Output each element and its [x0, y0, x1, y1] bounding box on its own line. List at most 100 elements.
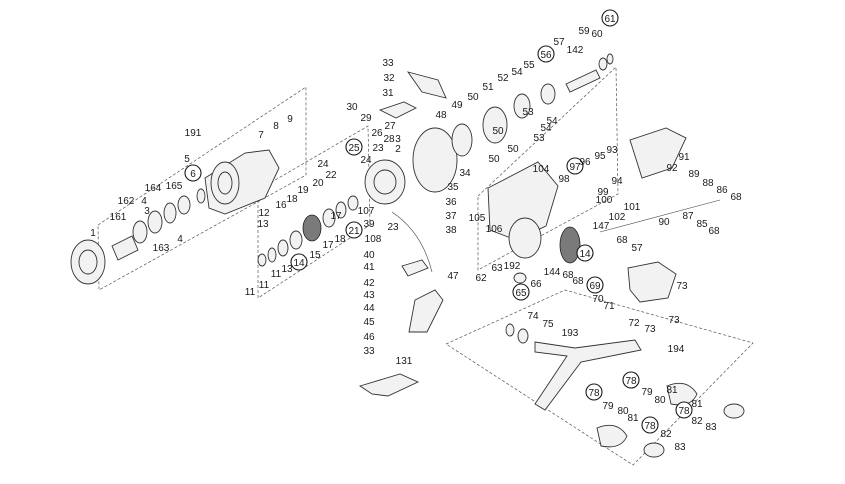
part-number-label: 26: [371, 128, 383, 139]
part-number-label: 98: [558, 174, 570, 185]
part-number-label: 31: [382, 88, 394, 99]
part-number-label: 161: [110, 212, 127, 223]
part-number-label: 54: [511, 67, 523, 78]
rotor-assembly: [358, 71, 508, 397]
part-number-label: 65: [515, 288, 527, 299]
part-number-label: 73: [644, 324, 656, 335]
part-number-label: 78: [678, 406, 690, 417]
part-number-label: 11: [259, 280, 270, 291]
part-number-label: 191: [185, 128, 202, 139]
part-number-label: 147: [593, 221, 610, 232]
part-number-label: 59: [578, 26, 590, 37]
part-number-label: 50: [488, 154, 500, 165]
part-number-label: 21: [348, 226, 360, 237]
part-number-label: 22: [325, 170, 337, 181]
part-number-label: 18: [286, 194, 298, 205]
part-number-label: 23: [372, 143, 384, 154]
part-number-label: 37: [445, 211, 457, 222]
part-number-label: 144: [544, 267, 561, 278]
part-number-label: 32: [383, 73, 395, 84]
part-number-label: 101: [624, 202, 641, 213]
part-number-label: 88: [702, 178, 714, 189]
part-number-label: 6: [190, 169, 196, 180]
part-number-label: 40: [363, 250, 375, 261]
part-number-label: 194: [668, 344, 685, 355]
part-number-label: 41: [363, 262, 375, 273]
gearbox-body: [487, 127, 721, 303]
part-number-label: 19: [297, 185, 309, 196]
part-number-label: 106: [486, 224, 503, 235]
part-number-label: 53: [533, 133, 545, 144]
part-number-label: 14: [579, 249, 591, 260]
part-number-label: 4: [141, 196, 147, 207]
part-number-label: 68: [730, 192, 742, 203]
callout-circle: [290, 253, 308, 271]
callout-circle: [675, 401, 693, 419]
part-number-label: 68: [708, 226, 720, 237]
part-number-label: 83: [705, 422, 717, 433]
part-number-label: 30: [346, 102, 358, 113]
part-number-label: 91: [678, 152, 690, 163]
part-number-label: 62: [475, 273, 487, 284]
callout-circle: [345, 221, 363, 239]
part-number-label: 50: [492, 126, 504, 137]
part-number-label: 44: [363, 303, 375, 314]
part-number-label: 9: [287, 114, 293, 125]
part-number-label: 11: [245, 287, 256, 298]
part-number-label: 68: [572, 276, 584, 287]
part-number-label: 28: [383, 134, 395, 145]
part-number-label: 3: [395, 134, 401, 145]
part-number-label: 83: [674, 442, 686, 453]
part-number-label: 95: [594, 151, 606, 162]
part-number-label: 15: [309, 250, 321, 261]
part-number-label: 104: [533, 164, 550, 175]
part-number-label: 60: [591, 29, 603, 40]
part-number-label: 20: [312, 178, 324, 189]
part-number-label: 23: [387, 222, 399, 233]
part-number-label: 3: [144, 206, 150, 217]
part-number-label: 43: [363, 290, 375, 301]
part-number-label: 99: [597, 187, 609, 198]
part-number-label: 72: [628, 318, 640, 329]
part-number-label: 57: [553, 37, 565, 48]
callout-circle: [184, 164, 202, 182]
part-number-label: 52: [497, 73, 509, 84]
callout-circle: [512, 283, 530, 301]
part-number-label: 75: [542, 319, 554, 330]
part-number-label: 78: [625, 376, 637, 387]
part-number-label: 162: [118, 196, 135, 207]
part-number-label: 74: [527, 311, 539, 322]
part-number-label: 105: [469, 213, 486, 224]
part-number-label: 92: [666, 163, 678, 174]
part-number-label: 97: [569, 162, 581, 173]
part-number-label: 50: [507, 144, 519, 155]
part-number-label: 55: [523, 60, 535, 71]
part-number-label: 82: [691, 416, 703, 427]
part-number-label: 68: [562, 270, 574, 281]
part-number-label: 66: [530, 279, 542, 290]
part-number-label: 79: [602, 401, 614, 412]
part-number-label: 39: [363, 219, 375, 230]
part-number-label: 27: [384, 121, 396, 132]
part-number-label: 4: [177, 234, 183, 245]
part-number-label: 81: [666, 385, 678, 396]
callout-circle: [537, 45, 555, 63]
part-number-label: 46: [363, 332, 375, 343]
part-number-label: 49: [451, 100, 463, 111]
part-number-label: 81: [627, 413, 639, 424]
part-number-label: 164: [145, 183, 162, 194]
part-number-label: 57: [631, 243, 643, 254]
part-number-label: 33: [363, 346, 375, 357]
callout-circle: [601, 9, 619, 27]
part-number-label: 63: [491, 263, 503, 274]
part-number-label: 86: [716, 185, 728, 196]
part-number-label: 34: [459, 168, 471, 179]
part-number-label: 68: [616, 235, 628, 246]
part-number-label: 85: [696, 219, 708, 230]
callout-circle: [566, 157, 584, 175]
part-number-label: 1: [90, 228, 96, 239]
part-number-label: 14: [293, 258, 305, 269]
part-number-label: 102: [609, 212, 626, 223]
part-number-label: 163: [153, 243, 170, 254]
